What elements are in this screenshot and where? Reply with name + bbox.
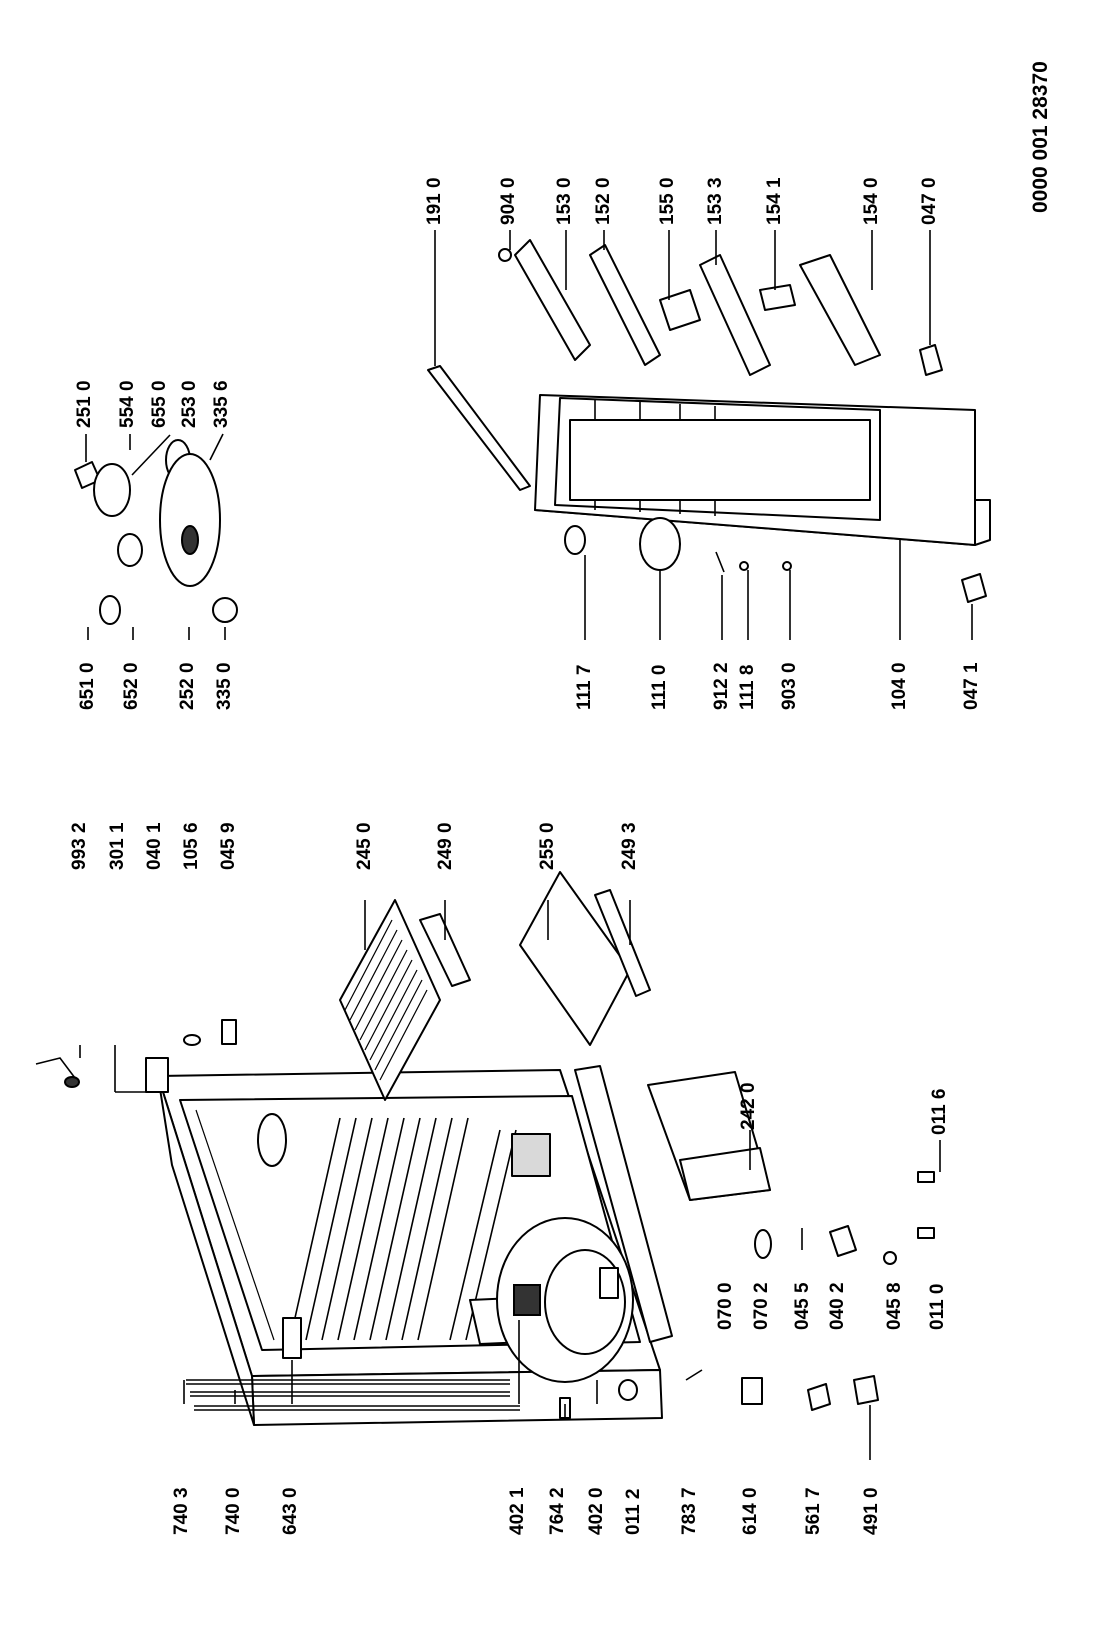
label-335-0: 335 0 [214,662,235,710]
label-111-7: 111 7 [574,664,595,710]
label-652-0: 652 0 [121,662,142,710]
label-045-8: 045 8 [884,1282,905,1330]
cabinet-body [157,1065,673,1426]
label-301-1: 301 1 [107,822,128,870]
label-904-0: 904 0 [498,177,519,225]
label-491-0: 491 0 [861,1487,882,1535]
label-152-0: 152 0 [593,177,614,225]
label-912-2: 912 2 [711,662,732,710]
label-249-3: 249 3 [619,822,640,870]
left-loose-parts [35,871,935,1419]
label-253-0: 253 0 [179,380,200,428]
document-number: 0000 001 28370 [1029,61,1052,213]
label-740-0: 740 0 [223,1487,244,1535]
label-070-2: 070 2 [751,1282,772,1330]
label-252-0: 252 0 [177,662,198,710]
label-245-0: 245 0 [354,822,375,870]
label-011-2: 011 2 [623,1488,644,1536]
door-gasket [427,365,531,491]
label-153-0: 153 0 [554,177,575,225]
label-993-2: 993 2 [69,822,90,870]
label-402-0: 402 0 [586,1487,607,1535]
label-251-0: 251 0 [74,380,95,428]
label-154-1: 154 1 [764,177,785,225]
label-045-9: 045 9 [218,822,239,870]
label-764-2: 764 2 [547,1487,568,1535]
label-255-0: 255 0 [537,822,558,870]
label-402-1: 402 1 [507,1487,528,1535]
label-154-0: 154 0 [861,177,882,225]
lamp-assembly [74,434,238,625]
compressor-callout [496,1217,634,1383]
label-155-0: 155 0 [657,177,678,225]
label-070-0: 070 0 [715,1282,736,1330]
label-104-0: 104 0 [889,662,910,710]
label-335-6: 335 6 [211,380,232,428]
label-045-5: 045 5 [792,1282,813,1330]
leader-lines [79,230,973,1460]
label-153-3: 153 3 [705,177,726,225]
label-105-6: 105 6 [181,822,202,870]
label-191-0: 191 0 [424,177,445,225]
door-assembly [427,365,991,603]
label-561-7: 561 7 [803,1487,824,1535]
condenser-coil [186,1379,520,1411]
label-554-0: 554 0 [117,380,138,428]
wire-shelf [339,899,441,1101]
label-040-1: 040 1 [144,822,165,870]
label-011-6: 011 6 [929,1088,950,1136]
label-903-0: 903 0 [779,662,800,710]
label-249-0: 249 0 [435,822,456,870]
label-740-3: 740 3 [171,1487,192,1535]
label-783-7: 783 7 [679,1487,700,1535]
label-040-2: 040 2 [827,1282,848,1330]
label-011-0: 011 0 [927,1283,948,1331]
label-111-0: 111 0 [649,664,670,710]
door-bins [498,239,943,376]
label-655-0: 655 0 [149,380,170,428]
label-651-0: 651 0 [77,662,98,710]
label-242-0: 242 0 [738,1082,759,1130]
label-643-0: 643 0 [280,1487,301,1535]
label-614-0: 614 0 [740,1487,761,1535]
label-047-1: 047 1 [961,662,982,710]
label-047-0: 047 0 [919,177,940,225]
label-111-8: 111 8 [737,664,758,710]
crisper-drawer [647,1071,771,1201]
